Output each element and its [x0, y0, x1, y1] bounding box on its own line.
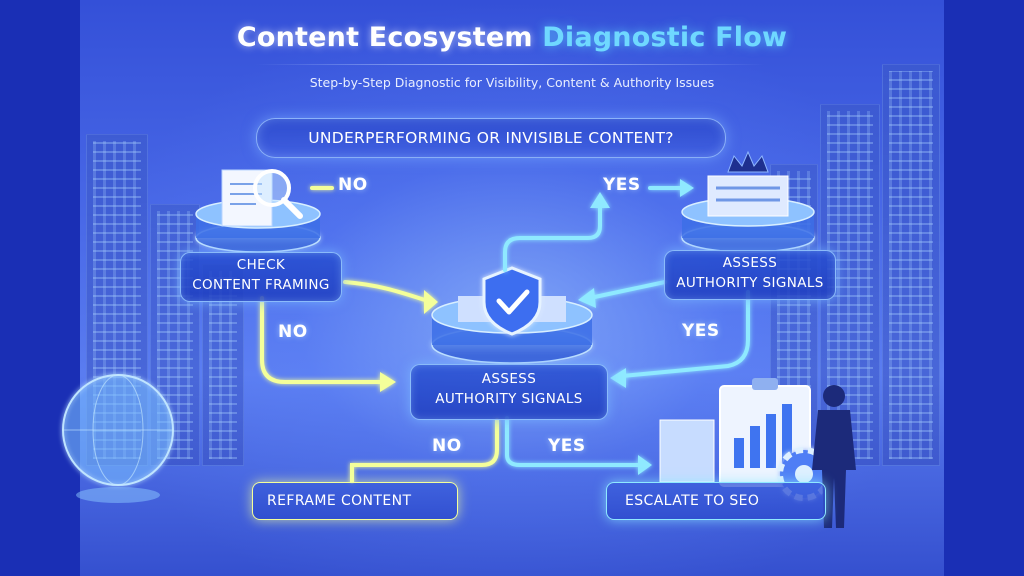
question-banner: UNDERPERFORMING OR INVISIBLE CONTENT? — [256, 118, 726, 158]
title-part-1: Content Ecosystem — [236, 22, 533, 53]
no-arrows — [260, 186, 499, 484]
edge-label-yes-top: YES — [603, 175, 641, 195]
edge-label-yes-bottom: YES — [548, 436, 586, 456]
node-check-content-framing: CHECK CONTENT FRAMING — [180, 252, 342, 302]
background-building — [202, 264, 244, 466]
title-part-2: Diagnostic Flow — [542, 22, 788, 53]
node-line: AUTHORITY SIGNALS — [676, 275, 824, 291]
clipboard-chart-icon — [659, 378, 811, 487]
edge-label-no-bottom: NO — [432, 436, 462, 456]
yes-arrowheads — [578, 179, 694, 475]
edge-label-no-top: NO — [338, 175, 368, 195]
node-line: ASSESS — [722, 255, 778, 271]
diagram-subtitle: Step-by-Step Diagnostic for Visibility, … — [309, 75, 715, 90]
title-divider — [255, 64, 765, 65]
node-line: AUTHORITY SIGNALS — [435, 391, 583, 407]
shield-check-icon — [431, 266, 593, 364]
edge-label-no-left: NO — [278, 322, 308, 342]
yes-arrows — [503, 186, 750, 467]
terminal-escalate-to-seo: ESCALATE TO SEO — [606, 482, 826, 520]
terminal-reframe-content: REFRAME CONTENT — [252, 482, 458, 520]
crown-server-icon — [681, 150, 815, 253]
node-assess-authority-right: ASSESS AUTHORITY SIGNALS — [664, 250, 836, 300]
diagram-title: Content Ecosystem Diagnostic Flow — [0, 22, 1024, 53]
edge-label-yes-right: YES — [682, 321, 720, 341]
no-arrowheads — [380, 290, 438, 392]
node-line: ASSESS — [481, 371, 537, 387]
node-assess-authority-center: ASSESS AUTHORITY SIGNALS — [410, 364, 608, 420]
background-building — [882, 64, 940, 466]
node-line: CHECK — [236, 257, 286, 273]
node-line: CONTENT FRAMING — [192, 277, 330, 293]
document-search-icon — [195, 169, 321, 253]
globe-icon — [62, 374, 174, 503]
